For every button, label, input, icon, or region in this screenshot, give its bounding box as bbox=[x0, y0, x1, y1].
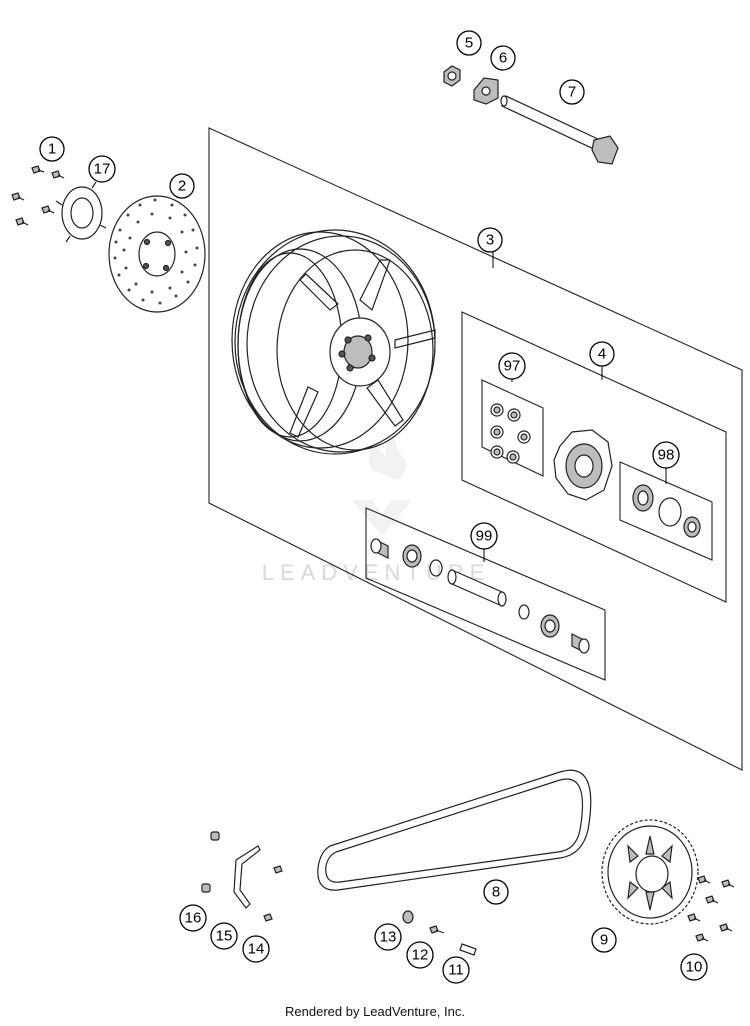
callout-3: 3 bbox=[477, 227, 503, 253]
seal-kit-98-box bbox=[619, 461, 713, 561]
chain-adjuster bbox=[473, 77, 499, 105]
leader-lines bbox=[483, 252, 667, 562]
callout-16-label: 16 bbox=[185, 910, 202, 927]
callout-8: 8 bbox=[483, 879, 509, 905]
callout-14: 14 bbox=[242, 935, 270, 963]
callout-2-label: 2 bbox=[178, 178, 186, 195]
callout-5-label: 5 bbox=[465, 35, 473, 52]
callout-13: 13 bbox=[374, 923, 402, 951]
callout-4-label: 4 bbox=[598, 346, 606, 363]
brake-disc bbox=[108, 195, 206, 313]
spacer-kit-99-box bbox=[365, 507, 606, 681]
callout-17-label: 17 bbox=[94, 161, 111, 178]
rear-sprocket bbox=[601, 819, 699, 925]
callout-99-label: 99 bbox=[476, 528, 493, 545]
callout-6-label: 6 bbox=[499, 50, 507, 67]
callout-11-label: 11 bbox=[448, 962, 464, 979]
callout-11: 11 bbox=[442, 956, 470, 984]
bearing-kit-97-box bbox=[481, 379, 544, 477]
callout-9-label: 9 bbox=[600, 932, 608, 949]
callout-98: 98 bbox=[652, 441, 680, 469]
footer-credit: Rendered by LeadVenture, Inc. bbox=[285, 1004, 465, 1019]
hub-group-box bbox=[461, 311, 727, 603]
wheel-group-box bbox=[208, 127, 743, 771]
spacers-and-bearings bbox=[370, 538, 590, 654]
callout-15: 15 bbox=[210, 922, 238, 950]
callout-1-label: 1 bbox=[48, 141, 56, 158]
chain-guard-bracket bbox=[201, 831, 283, 922]
callout-4: 4 bbox=[589, 341, 615, 367]
callout-12: 12 bbox=[406, 941, 434, 969]
callout-97-label: 97 bbox=[504, 358, 521, 375]
callout-10-label: 10 bbox=[686, 959, 703, 976]
callout-15-label: 15 bbox=[216, 928, 233, 945]
callout-17: 17 bbox=[88, 155, 116, 183]
rear-wheel bbox=[231, 229, 436, 455]
callout-3-label: 3 bbox=[486, 232, 494, 249]
callout-13-label: 13 bbox=[380, 929, 397, 946]
axle bbox=[500, 95, 619, 165]
callout-8-label: 8 bbox=[492, 884, 500, 901]
abs-sensor-ring bbox=[55, 181, 107, 243]
callout-14-label: 14 bbox=[248, 941, 265, 958]
sprocket-carrier bbox=[553, 429, 613, 501]
axle-nut bbox=[443, 65, 461, 87]
seals-and-rings bbox=[632, 484, 701, 538]
callout-98-label: 98 bbox=[658, 447, 675, 464]
drive-chain bbox=[317, 769, 592, 891]
sprocket-bolts bbox=[687, 875, 735, 942]
fasteners-11-13 bbox=[402, 910, 477, 956]
callout-12-label: 12 bbox=[412, 947, 429, 964]
callout-7-label: 7 bbox=[568, 84, 576, 101]
callout-5: 5 bbox=[456, 30, 482, 56]
callout-1: 1 bbox=[39, 136, 65, 162]
callout-16: 16 bbox=[179, 904, 207, 932]
callout-99: 99 bbox=[470, 522, 498, 550]
wheel-bearings bbox=[490, 403, 531, 464]
disc-bolts bbox=[11, 165, 65, 226]
callout-9: 9 bbox=[591, 927, 617, 953]
callout-2: 2 bbox=[169, 173, 195, 199]
callout-6: 6 bbox=[490, 45, 516, 71]
callout-7: 7 bbox=[559, 79, 585, 105]
callout-10: 10 bbox=[680, 953, 708, 981]
callout-97: 97 bbox=[498, 352, 526, 380]
